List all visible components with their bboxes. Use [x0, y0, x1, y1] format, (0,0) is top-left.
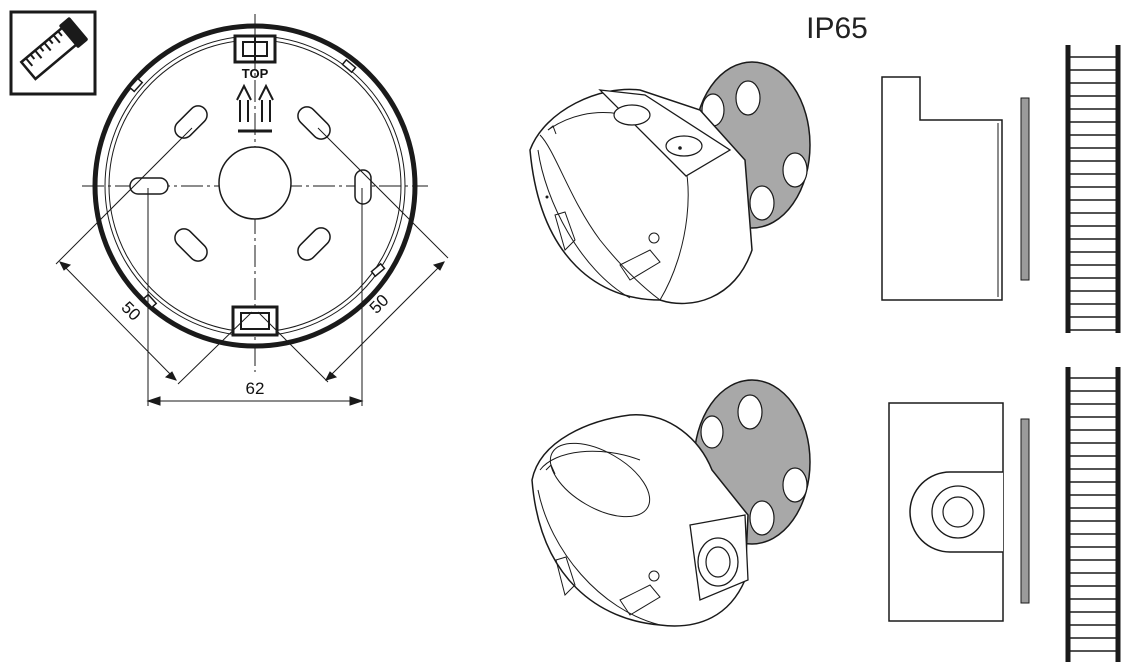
gasket-side-upper — [1020, 97, 1030, 281]
isometric-box-lower — [531, 379, 811, 627]
dimension-left — [55, 127, 253, 385]
outer-ring — [92, 23, 418, 349]
dimension-horizontal — [146, 188, 364, 406]
dimension-left-label: 50 — [117, 298, 144, 325]
ip-rating-label: IP65 — [806, 12, 868, 45]
dimension-right — [257, 127, 449, 383]
ruler-icon — [9, 10, 97, 96]
wall-section-upper — [1065, 45, 1121, 333]
top-latch — [233, 34, 277, 64]
isometric-box-upper — [529, 61, 811, 305]
center-hole — [218, 146, 292, 220]
dimension-horizontal-label: 62 — [246, 379, 265, 398]
top-view-drawing: TOP 50 50 — [55, 14, 449, 406]
gasket-side-lower — [1020, 418, 1030, 604]
top-label: TOP — [242, 66, 269, 81]
bottom-latch — [231, 305, 279, 337]
side-view-lower — [888, 402, 1030, 622]
mounting-slots — [129, 105, 372, 262]
side-view-upper — [881, 76, 1030, 301]
top-arrows — [236, 83, 274, 133]
wall-section-lower — [1065, 367, 1121, 662]
